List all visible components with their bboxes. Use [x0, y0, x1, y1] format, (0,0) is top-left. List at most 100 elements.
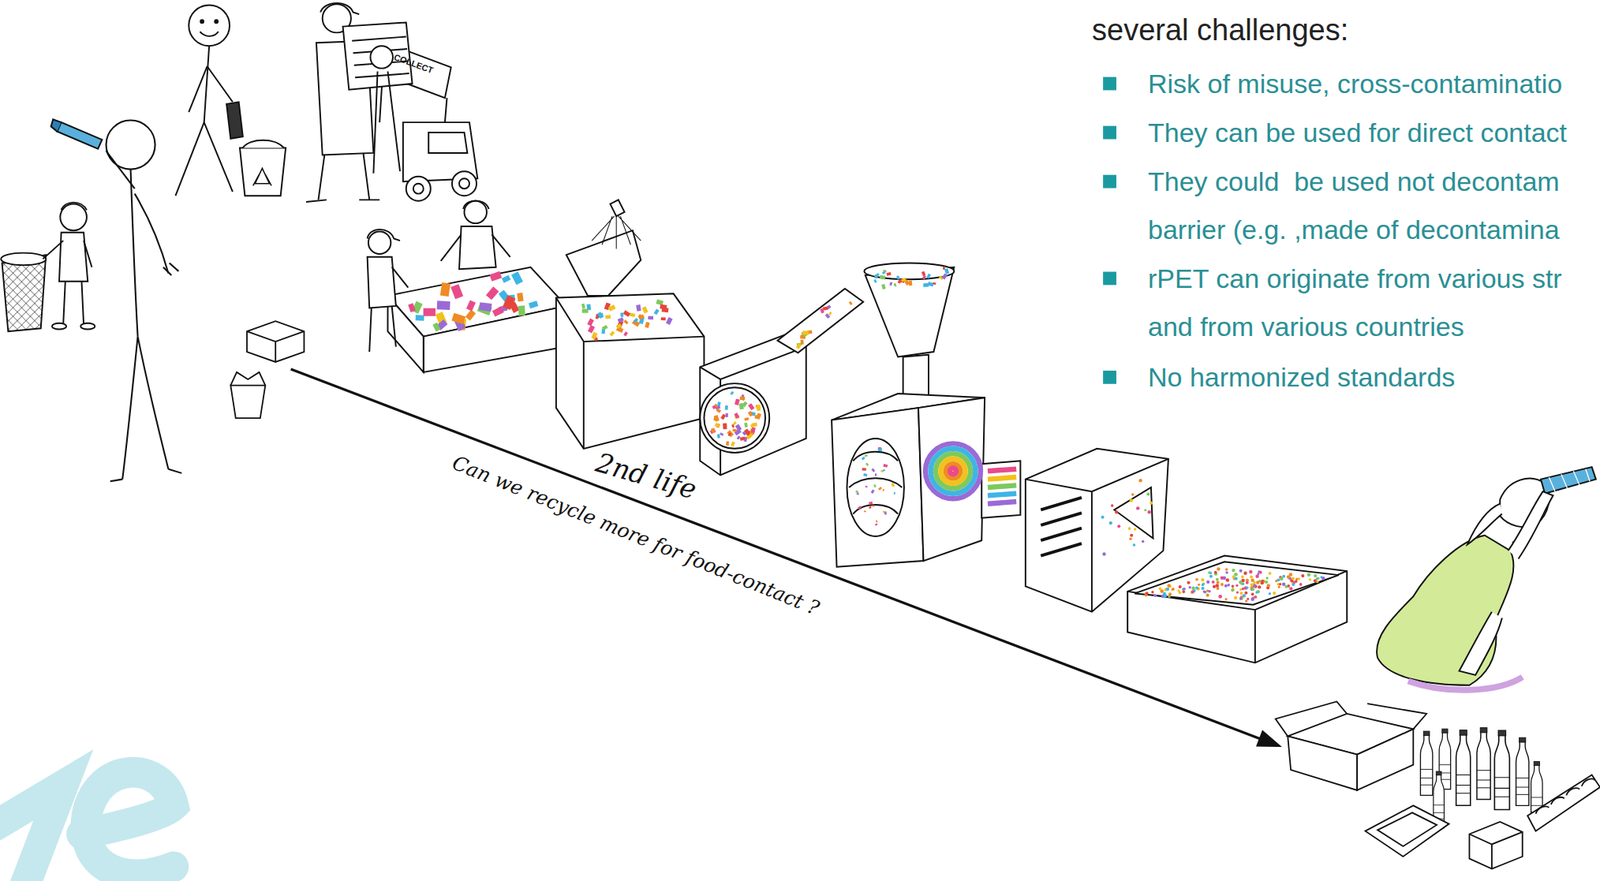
plastic-flakes — [863, 510, 867, 513]
kid-with-bin — [0, 253, 46, 266]
plastic-flakes — [1117, 524, 1121, 528]
plastic-flakes — [922, 275, 927, 281]
plastic-flakes — [1149, 501, 1153, 505]
plastic-flakes — [1257, 585, 1261, 589]
person-recycling — [204, 45, 210, 123]
plastic-flakes — [1239, 569, 1243, 573]
plastic-flakes — [665, 317, 673, 326]
sorting-line — [387, 295, 423, 373]
plastic-flakes — [644, 321, 650, 329]
plastic-flakes — [1171, 587, 1175, 591]
plastic-flakes — [655, 299, 664, 307]
plastic-flakes — [1178, 585, 1182, 589]
sorting-line — [367, 257, 397, 309]
pellet-tray — [1127, 556, 1347, 664]
plastic-flakes — [609, 331, 616, 337]
plastic-flakes — [921, 271, 926, 277]
plastic-flakes — [1188, 586, 1191, 589]
collector-truck — [318, 153, 371, 200]
plastic-flakes — [1267, 583, 1271, 587]
plastic-flakes — [638, 314, 645, 320]
woman-drinking — [1508, 491, 1554, 559]
plastic-flakes — [1132, 543, 1136, 546]
bullet-markers — [1102, 175, 1117, 189]
new-products — [1536, 779, 1596, 815]
plastic-flakes — [1200, 586, 1204, 591]
plastic-flakes — [1144, 591, 1148, 595]
plastic-flakes — [732, 421, 737, 426]
used-packaging — [246, 331, 304, 363]
plastic-flakes — [1162, 592, 1167, 596]
plastic-flakes — [710, 427, 716, 434]
plastic-flakes — [875, 519, 878, 523]
plastic-flakes — [732, 429, 737, 433]
plastic-flakes — [747, 411, 754, 417]
plastic-flakes — [1238, 580, 1242, 584]
plastic-flakes — [590, 332, 598, 340]
plastic-flakes — [1153, 594, 1156, 597]
kid-with-bin — [63, 281, 84, 325]
logo — [81, 772, 173, 875]
plastic-flakes — [440, 282, 451, 297]
plastic-flakes — [725, 413, 729, 418]
logo — [0, 772, 174, 881]
plastic-flakes — [1216, 567, 1220, 571]
plastic-flakes — [1254, 595, 1257, 599]
plastic-flakes — [882, 463, 888, 468]
rainbow-melt — [987, 493, 1017, 497]
plastic-flakes — [729, 391, 734, 396]
plastic-flakes — [623, 331, 629, 337]
plastic-flakes — [1251, 592, 1255, 596]
bullet-markers — [1102, 272, 1117, 286]
new-products — [1516, 737, 1529, 806]
plastic-flakes — [856, 493, 860, 496]
shredder — [609, 199, 625, 217]
plastic-flakes — [884, 511, 887, 515]
kid-with-bin — [80, 323, 95, 330]
plastic-flakes — [714, 422, 721, 428]
plastic-flakes — [1225, 571, 1229, 575]
plastic-flakes — [871, 468, 875, 473]
washing-drum — [777, 288, 864, 353]
plastic-flakes — [633, 317, 639, 323]
plastic-flakes — [1279, 576, 1284, 581]
plastic-flakes — [1243, 571, 1247, 576]
plastic-flakes — [415, 314, 425, 322]
sorting-line — [369, 306, 397, 352]
plastic-flakes — [885, 272, 891, 277]
rainbow-melt — [925, 443, 1017, 504]
plastic-flakes — [1146, 492, 1150, 496]
plastic-flakes — [848, 301, 853, 306]
person-recycling — [200, 19, 204, 23]
plastic-flakes — [908, 280, 913, 287]
plastic-flakes — [1102, 552, 1106, 556]
plastic-flakes — [1206, 580, 1210, 584]
washing-drum — [699, 383, 770, 453]
plastic-flakes — [714, 414, 720, 423]
plastic-flakes — [1154, 594, 1158, 599]
plastic-flakes — [1197, 583, 1200, 587]
plastic-flakes — [620, 312, 624, 318]
plastic-flakes — [1216, 581, 1220, 585]
plastic-flakes — [492, 306, 505, 318]
plastic-flakes — [1313, 574, 1317, 578]
plastic-flakes — [1195, 578, 1199, 582]
pelletizer — [1114, 487, 1153, 539]
kid-with-bin — [59, 232, 88, 282]
plastic-flakes — [825, 313, 831, 319]
plastic-flakes — [437, 300, 451, 311]
person-recycling — [239, 147, 286, 196]
plastic-flakes — [423, 308, 436, 317]
list-heading: several challenges: — [1091, 6, 1349, 55]
plastic-flakes — [1109, 521, 1113, 525]
extruder — [848, 452, 902, 515]
plastic-flakes — [896, 275, 901, 280]
new-products — [1275, 701, 1600, 869]
plastic-flakes — [1299, 583, 1303, 587]
plastic-flakes — [828, 311, 832, 316]
kid-with-bin — [42, 240, 92, 268]
shredder — [556, 293, 705, 449]
woman-drinking — [1467, 504, 1503, 546]
new-products — [1469, 822, 1522, 869]
shredder — [556, 298, 705, 449]
